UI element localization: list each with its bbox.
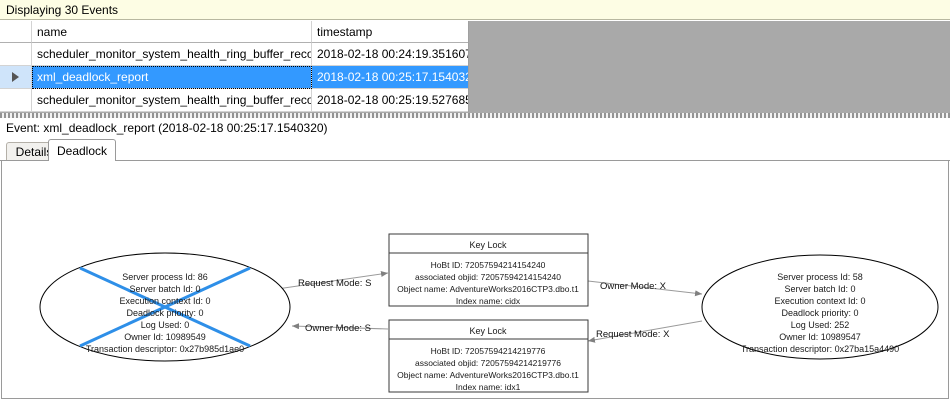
process-right-line-3: Deadlock priority: 0 bbox=[781, 308, 858, 318]
edge-label-request-mode-s: Request Mode: S bbox=[298, 278, 371, 289]
row-timestamp[interactable]: 2018-02-18 00:25:19.5276859 bbox=[312, 89, 468, 112]
grid-header-row: name timestamp bbox=[0, 21, 468, 43]
deadlock-graph-canvas[interactable]: Request Mode: S Owner Mode: S Owner Mode… bbox=[1, 161, 949, 399]
current-row-arrow-icon bbox=[12, 72, 19, 82]
row-selector[interactable] bbox=[0, 43, 32, 66]
process-right-line-6: Transaction descriptor: 0x27ba15a4490 bbox=[741, 344, 899, 354]
deadlock-graph: Request Mode: S Owner Mode: S Owner Mode… bbox=[39, 233, 939, 393]
grid-header-timestamp[interactable]: timestamp bbox=[312, 21, 468, 43]
edge-owner-mode-s-line bbox=[291, 323, 389, 330]
resource-top-box bbox=[388, 233, 589, 307]
process-right-line-4: Log Used: 252 bbox=[791, 320, 850, 330]
process-left-line-1: Server batch Id: 0 bbox=[129, 284, 200, 294]
resource-bottom-line-1: associated objid: 72057594214219776 bbox=[415, 358, 561, 368]
tab-strip: Details Deadlock bbox=[0, 139, 950, 161]
table-row[interactable]: scheduler_monitor_system_health_ring_buf… bbox=[0, 89, 468, 112]
row-selector[interactable] bbox=[0, 89, 32, 112]
process-node-right[interactable]: Server process Id: 58 Server batch Id: 0… bbox=[701, 254, 939, 360]
resource-bottom-box bbox=[388, 319, 589, 393]
tab-underline bbox=[0, 160, 950, 161]
resource-top-line-3: Index name: cidx bbox=[456, 296, 521, 306]
process-right-line-0: Server process Id: 58 bbox=[777, 272, 863, 282]
victim-cross-icon bbox=[79, 266, 251, 348]
process-right-line-5: Owner Id: 10989547 bbox=[779, 332, 861, 342]
row-name[interactable]: scheduler_monitor_system_health_ring_buf… bbox=[32, 43, 312, 66]
resource-bottom-line-2: Object name: AdventureWorks2016CTP3.dbo.… bbox=[397, 370, 579, 380]
grid-header-name[interactable]: name bbox=[32, 21, 312, 43]
edge-label-owner-mode-s: Owner Mode: S bbox=[305, 323, 371, 334]
resource-top-line-0: HoBt ID: 72057594214154240 bbox=[431, 260, 546, 270]
row-name[interactable]: scheduler_monitor_system_health_ring_buf… bbox=[32, 89, 312, 112]
table-row[interactable]: xml_deadlock_report 2018-02-18 00:25:17.… bbox=[0, 66, 468, 89]
resource-bottom-title: Key Lock bbox=[469, 326, 507, 336]
event-header-text: Event: xml_deadlock_report (2018-02-18 0… bbox=[6, 121, 328, 135]
table-row[interactable]: scheduler_monitor_system_health_ring_buf… bbox=[0, 43, 468, 66]
tab-deadlock-label: Deadlock bbox=[56, 143, 108, 158]
process-right-line-1: Server batch Id: 0 bbox=[784, 284, 855, 294]
process-left-line-4: Log Used: 0 bbox=[141, 320, 190, 330]
edge-label-owner-mode-x: Owner Mode: X bbox=[600, 281, 667, 292]
horizontal-splitter[interactable] bbox=[0, 113, 950, 118]
events-grid-area: name timestamp scheduler_monitor_system_… bbox=[0, 21, 950, 113]
resource-bottom-line-3: Index name: idx1 bbox=[456, 382, 521, 392]
row-timestamp[interactable]: 2018-02-18 00:25:17.1540320 bbox=[312, 66, 468, 89]
resource-top-line-1: associated objid: 72057594214154240 bbox=[415, 272, 561, 282]
events-status-banner: Displaying 30 Events bbox=[0, 0, 950, 20]
row-timestamp[interactable]: 2018-02-18 00:24:19.3516078 bbox=[312, 43, 468, 66]
grid-header-selector bbox=[0, 21, 32, 43]
tab-details-label: Details bbox=[15, 145, 53, 159]
process-left-line-6: Transaction descriptor: 0x27b985d1ae0 bbox=[86, 344, 244, 354]
process-right-line-2: Execution context Id: 0 bbox=[774, 296, 865, 306]
tab-underline-gap bbox=[49, 160, 115, 162]
row-name[interactable]: xml_deadlock_report bbox=[32, 66, 312, 89]
row-selector[interactable] bbox=[0, 66, 32, 89]
process-left-line-0: Server process Id: 86 bbox=[122, 272, 208, 282]
event-header: Event: xml_deadlock_report (2018-02-18 0… bbox=[0, 119, 950, 137]
edge-label-request-mode-x: Request Mode: X bbox=[596, 329, 670, 340]
resource-bottom-line-0: HoBt ID: 72057594214219776 bbox=[431, 346, 546, 356]
events-status-text: Displaying 30 Events bbox=[6, 2, 119, 17]
process-node-right-ellipse bbox=[701, 254, 939, 360]
edge-request-mode-x-line bbox=[587, 320, 703, 343]
resource-node-bottom[interactable]: Key Lock HoBt ID: 72057594214219776 asso… bbox=[388, 319, 589, 393]
resource-top-line-2: Object name: AdventureWorks2016CTP3.dbo.… bbox=[397, 284, 579, 294]
process-left-line-5: Owner Id: 10989549 bbox=[124, 332, 206, 342]
edge-request-mode-s-line bbox=[276, 271, 389, 290]
edge-owner-mode-x-line bbox=[587, 280, 703, 297]
resource-top-title: Key Lock bbox=[469, 240, 507, 250]
resource-node-top[interactable]: Key Lock HoBt ID: 72057594214154240 asso… bbox=[388, 233, 589, 307]
tab-deadlock[interactable]: Deadlock bbox=[48, 139, 116, 161]
process-left-line-3: Deadlock priority: 0 bbox=[126, 308, 203, 318]
events-grid[interactable]: name timestamp scheduler_monitor_system_… bbox=[0, 21, 469, 112]
process-left-line-2: Execution context Id: 0 bbox=[119, 296, 210, 306]
process-node-left[interactable]: Server process Id: 86 Server batch Id: 0… bbox=[39, 252, 291, 362]
